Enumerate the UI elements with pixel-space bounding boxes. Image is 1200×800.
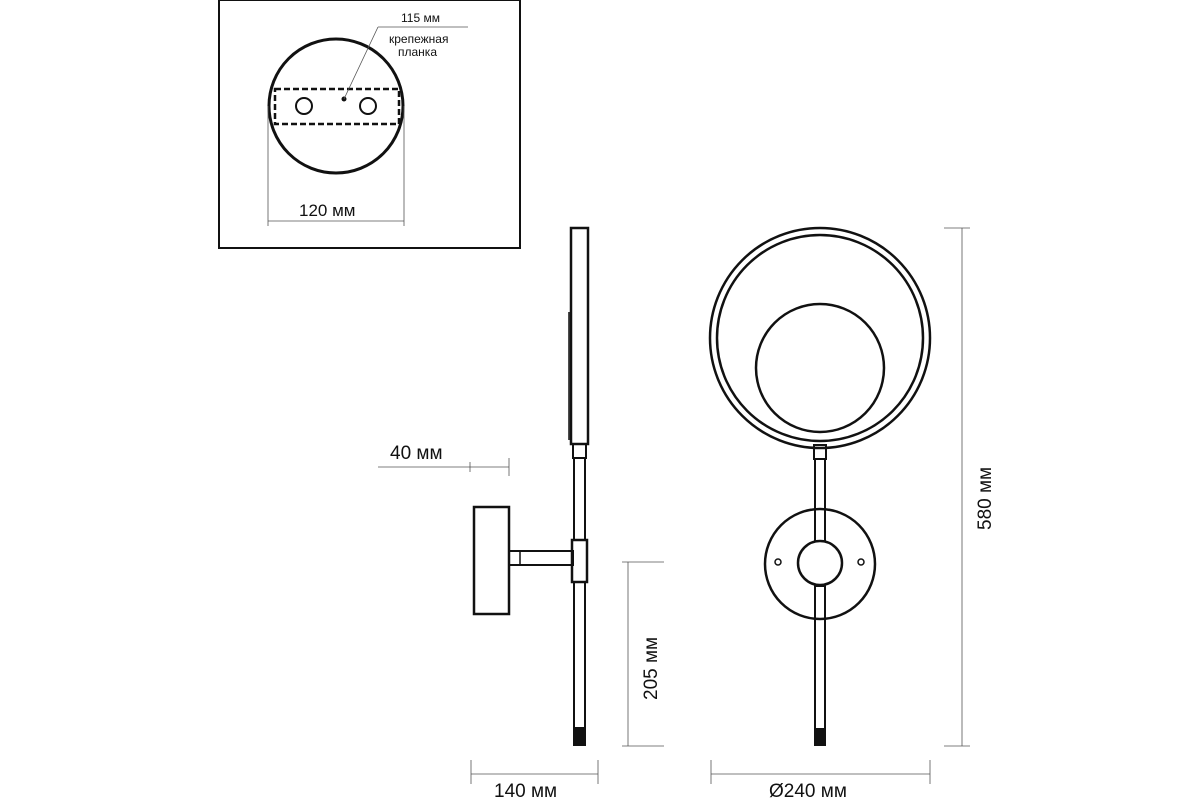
front-lower-rod — [814, 585, 826, 730]
mounting-strip — [273, 87, 401, 126]
front-outer-ring — [708, 226, 932, 450]
mount-base-circle — [267, 37, 405, 175]
front-upper-rod — [814, 458, 826, 542]
side-upper-rod — [573, 457, 586, 541]
strip-name-line1: крепежная — [389, 32, 448, 46]
screw-hole-right — [359, 97, 377, 115]
inset-frame — [218, 0, 521, 249]
strip-width-label: 115 мм — [401, 11, 440, 25]
side-joint-block — [570, 538, 589, 584]
total-height-label: 580 мм — [975, 467, 996, 530]
front-screw-right — [857, 558, 865, 566]
glass-globe — [754, 302, 886, 434]
wall-canopy — [472, 505, 511, 616]
arm-height-label: 205 мм — [641, 637, 662, 700]
base-diameter-label: 120 мм — [299, 201, 355, 220]
strip-leader-line — [343, 26, 379, 100]
front-end-cap — [814, 729, 826, 746]
front-screw-left — [774, 558, 782, 566]
side-upper-head — [569, 226, 590, 446]
front-joint-hub — [796, 539, 844, 587]
front-back-plate — [763, 507, 877, 621]
mount-detail-inset: 115 мм крепежная планка 120 мм — [218, 0, 521, 249]
side-end-cap — [573, 728, 586, 746]
screw-hole-left — [295, 97, 313, 115]
offset-label: 40 мм — [390, 443, 443, 464]
front-inner-ring — [715, 233, 925, 443]
depth-label: 140 мм — [494, 781, 557, 800]
front-view: 580 мм Ø240 мм — [708, 226, 996, 800]
side-upper-collar — [572, 443, 587, 459]
side-view: 40 мм 205 мм 140 мм — [378, 226, 664, 800]
connector-arm — [508, 550, 574, 566]
strip-name-line2: планка — [398, 45, 437, 59]
side-lower-rod — [573, 581, 586, 729]
diameter-label: Ø240 мм — [769, 781, 847, 800]
